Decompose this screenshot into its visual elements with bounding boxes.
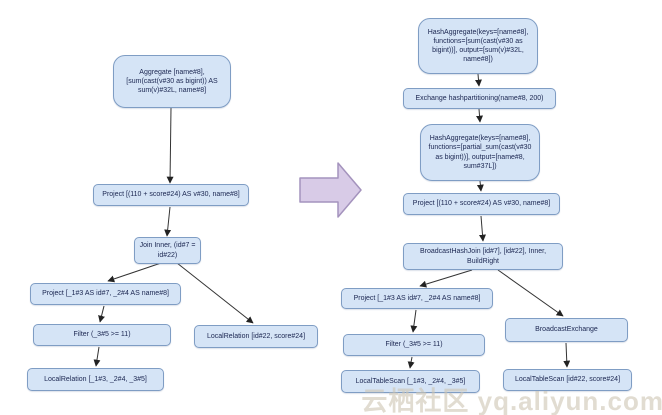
- plan-node-join-inner: Join Inner, (id#7 = id#22): [134, 237, 201, 264]
- edge-bhj-project-left: [419, 269, 473, 288]
- plan-node-localrelation-left: LocalRelation [_1#3, _2#4, _3#5]: [27, 368, 164, 391]
- edge-bhj-broadcastexchange: [497, 269, 564, 317]
- plan-node-hashaggregate-final: HashAggregate(keys=[name#8], functions=[…: [418, 18, 538, 74]
- plan-node-aggregate: Aggregate [name#8], [sum(cast(v#30 as bi…: [113, 55, 231, 108]
- edge-join-project-left: [107, 262, 162, 283]
- plan-node-broadcasthashjoin: BroadcastHashJoin [id#7], [id#22], Inner…: [403, 243, 563, 270]
- plan-node-localrelation-right: LocalRelation [id#22, score#24]: [194, 325, 318, 348]
- transform-arrow-icon: [299, 162, 362, 218]
- plan-node-localtablescan-left: LocalTableScan [_1#3, _2#4, _3#5]: [341, 370, 480, 393]
- edge-project-filter: [98, 305, 105, 323]
- edge-join-localrelation-right: [176, 262, 254, 324]
- plan-node-project-left-right: Project [_1#3 AS id#7, _2#4 AS name#8]: [341, 288, 493, 309]
- edge-filter-localtablescan: [407, 356, 415, 369]
- plan-node-project-left: Project [_1#3 AS id#7, _2#4 AS name#8]: [30, 283, 181, 305]
- plan-node-filter-right: Filter (_3#5 >= 11): [343, 334, 485, 356]
- plan-node-project-top-right: Project [(110 + score#24) AS v#30, name#…: [403, 193, 560, 215]
- edge-aggregate-project: [166, 107, 174, 184]
- edge-hashagg-partial-project: [476, 180, 484, 192]
- plan-node-filter-left: Filter (_3#5 >= 11): [33, 324, 171, 346]
- plan-node-project-top-left: Project [(110 + score#24) AS v#30, name#…: [93, 184, 249, 206]
- edge-exchange-hashagg-partial: [476, 108, 484, 123]
- plan-node-exchange: Exchange hashpartitioning(name#8, 200): [403, 88, 556, 109]
- plan-node-broadcastexchange: BroadcastExchange: [505, 318, 628, 342]
- edge-filter-localrelation: [93, 346, 101, 367]
- plan-node-localtablescan-right: LocalTableScan [id#22, score#24]: [503, 369, 632, 391]
- edge-project-bhj: [479, 215, 486, 242]
- plan-node-hashaggregate-partial: HashAggregate(keys=[name#8], functions=[…: [420, 124, 540, 181]
- edge-hashagg-exchange: [474, 73, 482, 87]
- edge-project-filter-right: [410, 309, 418, 333]
- edge-project-join: [164, 206, 172, 237]
- edge-broadcastexchange-localtablescan: [563, 342, 571, 368]
